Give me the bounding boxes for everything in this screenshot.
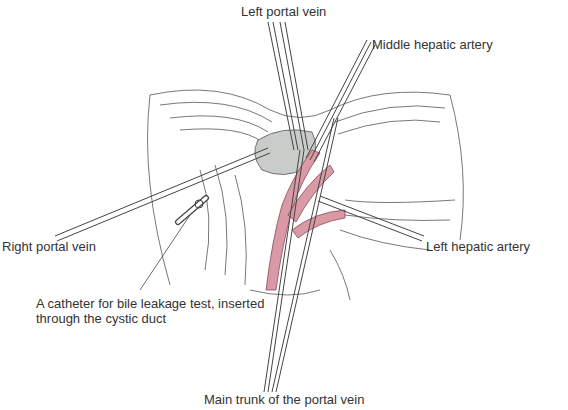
tape [273, 22, 298, 150]
liver-contour [450, 95, 463, 240]
liver-contour [235, 175, 246, 285]
catheter-tube [178, 198, 206, 222]
liver-contour [330, 250, 350, 300]
tape [320, 196, 424, 236]
structure-label: Right portal vein [2, 239, 96, 254]
catheter-lumen [178, 198, 206, 222]
liver-contour [338, 120, 440, 134]
leader-line [140, 215, 190, 290]
tissue-contours [148, 90, 464, 300]
tape [310, 42, 371, 160]
tape [264, 150, 300, 392]
liver-contour [180, 129, 262, 142]
liver-contour [215, 165, 227, 275]
liver-contour [250, 290, 320, 295]
tape [55, 148, 268, 236]
tape [272, 118, 334, 392]
catheter [140, 198, 206, 290]
structure-label: Left portal vein [241, 4, 326, 19]
artery [292, 210, 345, 238]
tape [285, 22, 308, 150]
tape [57, 153, 270, 241]
liver-contour [160, 102, 272, 122]
tape [268, 22, 294, 150]
liver-contour [200, 170, 209, 270]
structure-label: A catheter for bile leakage test, insert… [36, 296, 266, 326]
vessel-tapes [55, 22, 424, 392]
structure-label: Left hepatic artery [426, 239, 530, 254]
hepatic-arteries [266, 150, 345, 290]
structure-label: Main trunk of the portal vein [204, 392, 364, 407]
tape [268, 150, 304, 392]
tape [318, 201, 422, 241]
structure-label: Middle hepatic artery [372, 37, 493, 52]
liver-contour [345, 200, 455, 203]
tape [280, 22, 304, 150]
ligature [195, 200, 203, 208]
tape [276, 118, 338, 392]
tape [314, 45, 375, 162]
tape [306, 40, 367, 158]
liver-contour [335, 106, 445, 122]
